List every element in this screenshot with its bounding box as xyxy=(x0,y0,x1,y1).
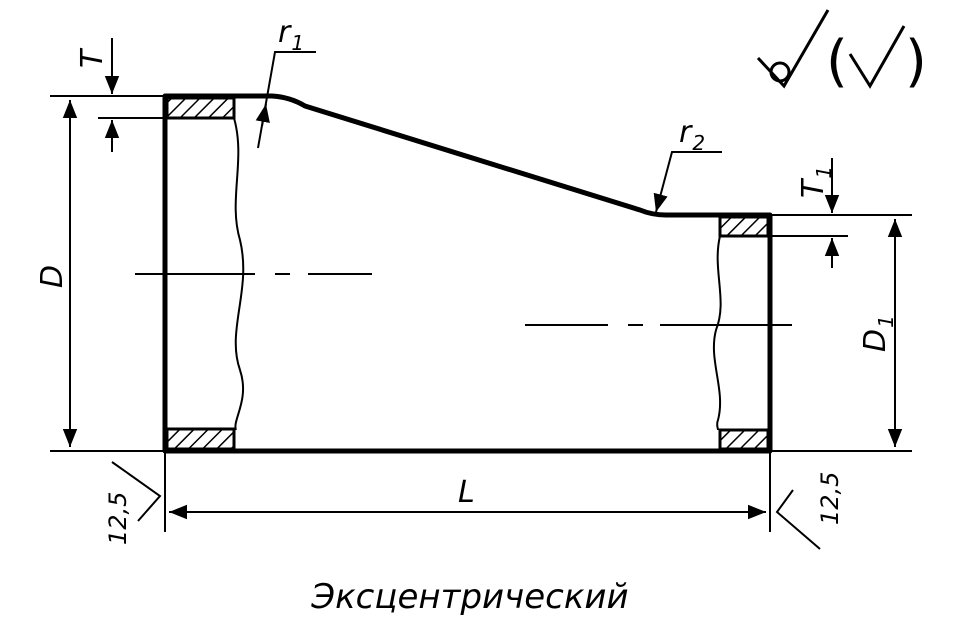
label-L: L xyxy=(458,475,475,510)
center-lines xyxy=(135,273,792,326)
label-roughness-left: 12,5 xyxy=(104,492,132,545)
label-roughness-right: 12,5 xyxy=(816,472,844,525)
extension-lines xyxy=(50,95,912,532)
wall-top-right xyxy=(718,215,770,238)
label-T1: T1 xyxy=(796,166,836,198)
break-line-right xyxy=(712,235,722,431)
leader-r2 xyxy=(653,151,722,213)
drawing-caption: Эксцентрический xyxy=(310,577,628,617)
roughness-paren-open: ( xyxy=(826,29,848,94)
roughness-left-icon xyxy=(111,461,162,522)
wall-sections xyxy=(165,96,770,451)
label-D1: D1 xyxy=(858,315,898,352)
roughness-paren-close: ) xyxy=(905,29,927,94)
wall-bottom-left xyxy=(165,427,236,451)
reducer-body xyxy=(162,93,773,454)
dimension-lines xyxy=(62,38,903,520)
roughness-general-icon xyxy=(756,9,906,89)
label-D: D xyxy=(35,265,70,288)
wall-top-left xyxy=(165,96,236,120)
wall-bottom-right xyxy=(718,428,770,451)
label-r2: r2 xyxy=(679,115,705,155)
label-r1: r1 xyxy=(278,15,304,55)
break-line-left xyxy=(233,117,245,431)
label-T: T xyxy=(75,47,110,68)
roughness-symbols xyxy=(111,9,906,550)
roughness-right-icon xyxy=(775,489,821,550)
outer-contour xyxy=(162,93,773,454)
